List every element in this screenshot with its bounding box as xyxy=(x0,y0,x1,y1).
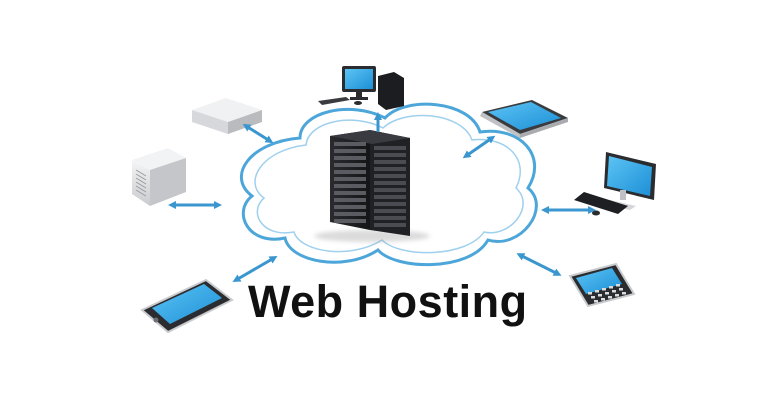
network-router-icon xyxy=(192,98,262,134)
server-rack-icon xyxy=(314,130,430,242)
tablet-icon xyxy=(480,100,568,138)
tower-server-icon xyxy=(132,148,186,206)
arrow-bottom-right xyxy=(516,253,562,276)
smartphone-icon xyxy=(140,278,234,334)
arrow-top-right xyxy=(462,135,496,159)
page-title: Web Hosting xyxy=(248,276,528,327)
blackberry-phone-icon xyxy=(568,262,636,308)
arrow-top-left xyxy=(242,123,274,144)
monitor-keyboard-icon xyxy=(574,152,656,216)
arrow-bottom-left xyxy=(232,255,278,283)
desktop-computer-icon xyxy=(318,66,404,110)
connection-arrows xyxy=(168,112,596,283)
